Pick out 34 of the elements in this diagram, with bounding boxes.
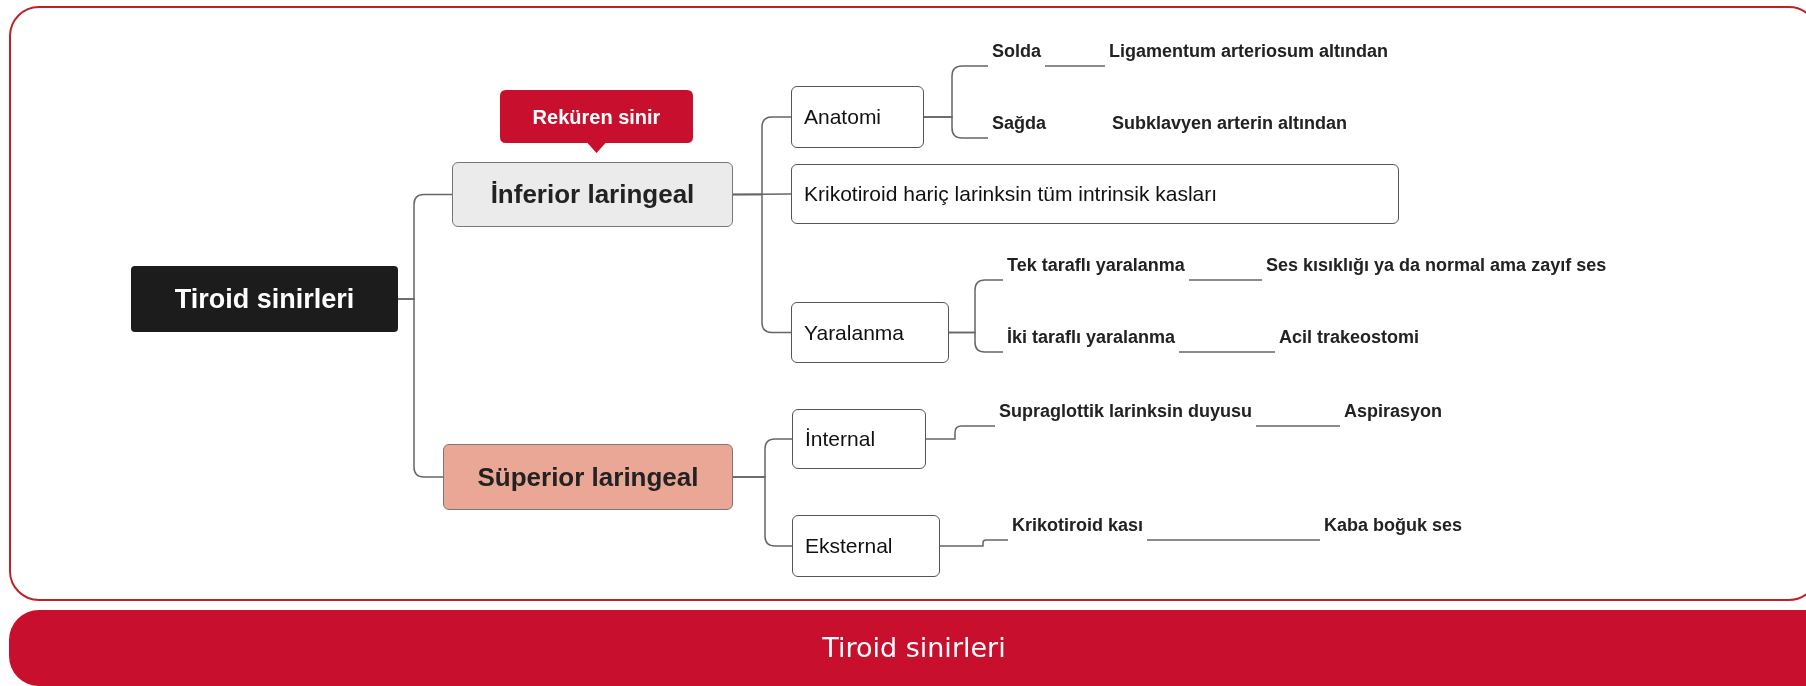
connector-line [1188,279,1263,281]
central-topic-box: Tiroid sinirleri [131,266,398,332]
subtopic-box: Eksternal [792,515,940,577]
connector-line [1178,351,1276,353]
connector-line [732,193,792,334]
branch-text: Sağda [988,108,1051,138]
branch-text: Tek taraflı yaralanma [1003,250,1189,280]
topic-box: İnferior laringeal [452,162,733,227]
subtopic-box: Yaralanma [791,302,949,363]
subtopic-box: Krikotiroid hariç larinksin tüm intrinsik kasları [791,164,1399,224]
connector-line [925,425,996,440]
branch-text: Supraglottik larinksin duyusu [995,396,1257,426]
topic-box: Süperior laringeal [443,444,733,510]
branch-text: Ligamentum arteriosum altından [1105,36,1393,66]
branch-text: Solda [988,36,1045,66]
caption-bar: Tiroid sinirleri [9,610,1806,686]
connector-line [1255,425,1341,427]
connector-line [948,331,1004,353]
subtopic-box: İnternal [792,409,926,469]
connector-line [939,539,1009,547]
branch-text: Krikotiroid kası [1008,510,1148,540]
callout-bubble: Reküren sinir [500,90,693,153]
connector-line [1044,65,1106,67]
connector-line [732,476,793,547]
branch-text: Ses kısıklığı ya da normal ama zayıf ses [1262,250,1611,280]
branch-text: Aspirasyon [1340,396,1447,426]
branch-text: Subklavyen arterin altından [1108,108,1352,138]
branch-text: İki taraflı yaralanma [1003,322,1180,352]
subtopic-box: Anatomi [791,86,924,148]
branch-text: Acil trakeostomi [1275,322,1424,352]
connector-line [1146,539,1321,541]
branch-text: Kaba boğuk ses [1320,510,1467,540]
connector-line [397,298,444,478]
connector-line [923,116,989,139]
